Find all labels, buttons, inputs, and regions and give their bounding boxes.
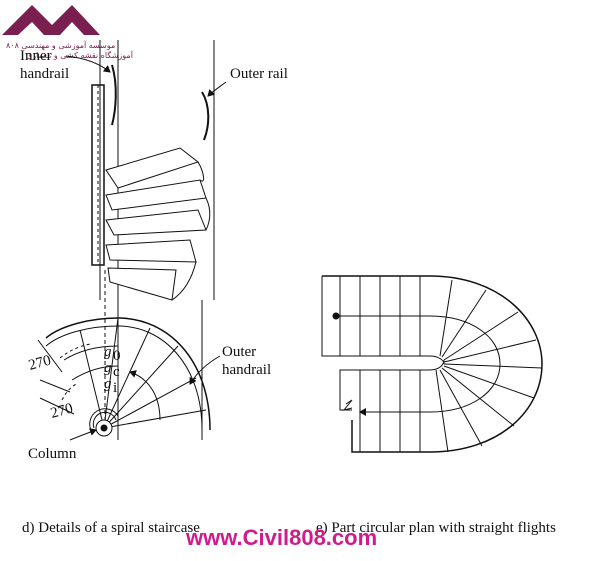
svg-text:g: g [104,360,112,376]
svg-text:i: i [113,380,117,396]
label-outer-handrail: handrail [222,362,271,378]
svg-text:0: 0 [113,348,121,364]
label-column: Column [28,446,77,462]
label-gc: g c [104,360,120,380]
svg-text:c: c [113,364,120,380]
label-outer: Outer [222,344,256,360]
spiral-plan [37,317,211,437]
spiral-elevation [91,40,215,440]
watermark: www.Civil808.com [185,525,377,550]
label-gi: g i [104,376,117,396]
label-outer-rail: Outer rail [230,66,288,82]
leader-lines [65,55,227,441]
caption-right: e) Part circular plan with straight flig… [316,520,556,536]
label-dim-270-top: 270 [27,353,53,374]
logo-text-line1: موسسه آموزشی و مهندسی ۸۰۸ [6,40,115,50]
label-g0: g 0 [104,344,121,364]
logo-text-line2: آموزشگاه نقشه کشی و معماری [26,50,134,60]
label-inner: Inner [20,48,52,64]
label-dim-270-bottom: 270 [49,401,75,422]
caption-left: d) Details of a spiral staircase [22,520,200,536]
svg-text:g: g [104,376,112,392]
svg-text:g: g [104,344,112,360]
label-handrail: handrail [20,66,69,82]
circular-plan [321,275,543,453]
institute-logo: موسسه آموزشی و مهندسی ۸۰۸ آموزشگاه نقشه … [2,5,134,60]
